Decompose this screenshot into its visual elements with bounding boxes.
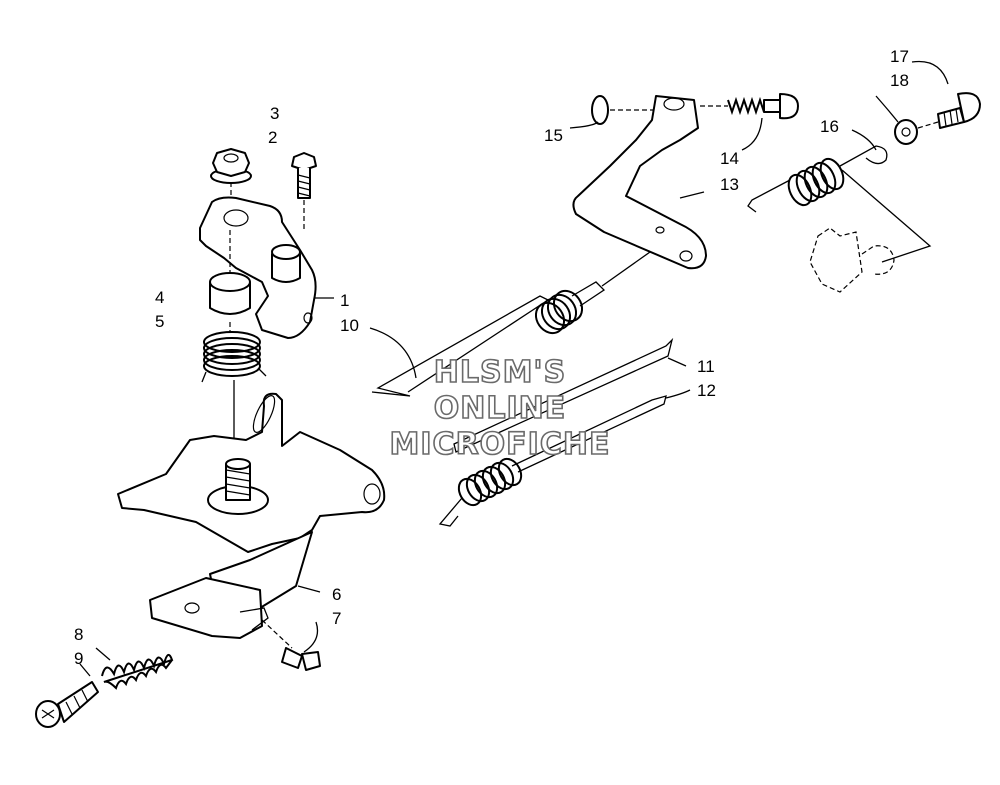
callout-13: 13: [720, 175, 739, 194]
callout-17: 17: [890, 47, 909, 66]
part-3-flange-nut: [210, 148, 252, 205]
callout-2: 2: [268, 128, 277, 147]
part-11-rod: [453, 337, 687, 453]
callout-14: 14: [720, 149, 739, 168]
callout-labels: 1 2 3 4 5 6 7 8 9 10 11 12 13 14 15 16 1…: [74, 47, 909, 668]
part-14-spring-pin: [700, 93, 799, 151]
part-10-spring-link: [369, 251, 651, 397]
part-9-screw: [35, 663, 99, 728]
callout-8: 8: [74, 625, 83, 644]
callout-12: 12: [697, 381, 716, 400]
reference-mount-dashed: [809, 169, 932, 293]
part-7-small-bolt: [261, 619, 321, 671]
part-8-compression-spring: [95, 647, 174, 690]
part-17-shoulder-bolt: [911, 60, 981, 129]
callout-4: 4: [155, 288, 164, 307]
callout-5: 5: [155, 312, 164, 331]
watermark-line-3: MICROFICHE: [390, 427, 611, 462]
part-12-spring-rod: [438, 389, 691, 527]
callout-18: 18: [890, 71, 909, 90]
part-18-washer: [875, 95, 918, 145]
part-2-bolt: [291, 152, 317, 230]
part-15-cap: [569, 95, 656, 129]
callout-6: 6: [332, 585, 341, 604]
part-16-extension-spring: [747, 129, 888, 213]
watermark-line-2: ONLINE: [434, 391, 567, 426]
part-13-lever-arm: [572, 95, 707, 270]
callout-7: 7: [332, 609, 341, 628]
watermark-line-1: HLSM'S: [434, 355, 566, 390]
callout-3: 3: [270, 104, 279, 123]
part-1-bracket: [199, 196, 334, 339]
watermark: HLSM'S ONLINE MICROFICHE: [389, 354, 611, 463]
callout-11: 11: [697, 357, 715, 376]
callout-16: 16: [820, 117, 839, 136]
callout-1: 1: [340, 291, 349, 310]
callout-10: 10: [340, 316, 359, 335]
callout-9: 9: [74, 649, 83, 668]
callout-15: 15: [544, 126, 563, 145]
part-6-lever-plate: [117, 392, 386, 639]
part-4-bushing: [209, 230, 251, 315]
